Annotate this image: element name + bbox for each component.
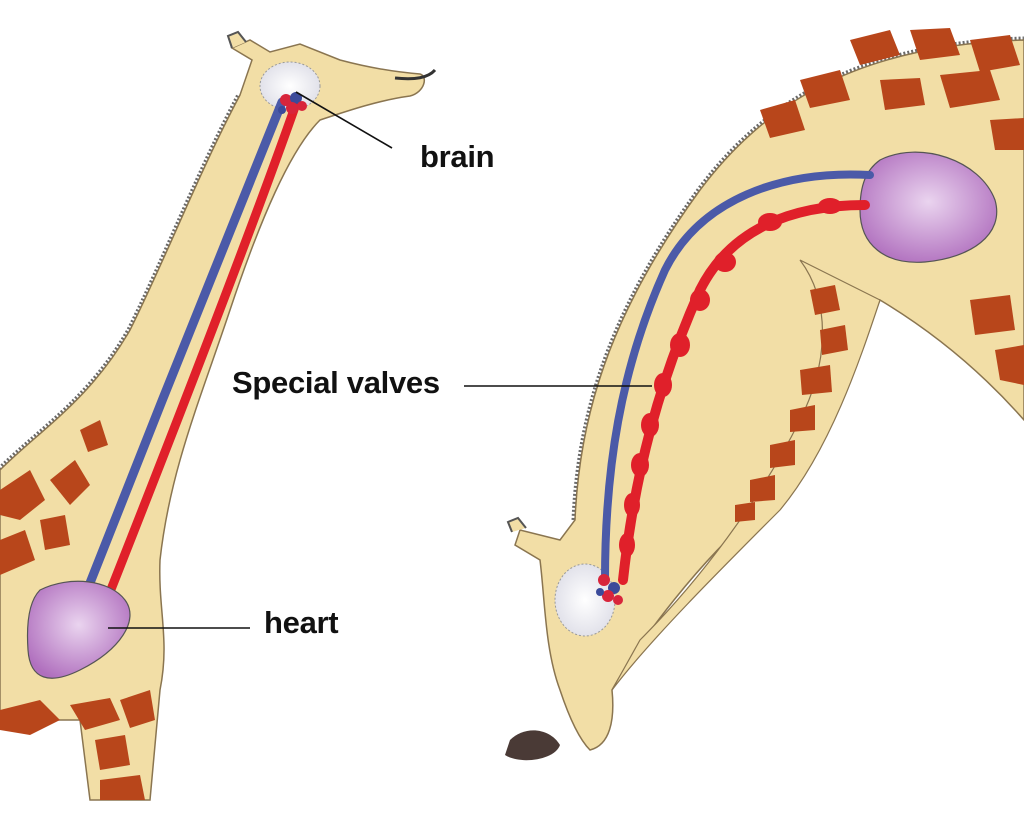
leader-lines — [108, 91, 652, 629]
hoof — [505, 730, 560, 761]
spots-right — [735, 28, 1024, 522]
giraffe-body-left — [0, 39, 426, 801]
label-brain: brain — [420, 139, 495, 174]
special-valves-markers — [619, 198, 842, 557]
vein-left — [83, 97, 287, 593]
giraffe-drinking — [505, 28, 1024, 761]
label-heart: heart — [264, 605, 339, 640]
giraffe-standing — [0, 30, 437, 801]
mouth — [394, 68, 437, 81]
label-special-valves: Special valves — [232, 365, 440, 400]
brain-vessels-left — [278, 92, 307, 114]
brain-leader-line — [295, 91, 393, 149]
heart-left — [26, 580, 131, 679]
vein-right — [601, 170, 874, 584]
spots-left — [0, 420, 155, 800]
artery-left — [105, 99, 301, 597]
ossicone — [226, 30, 247, 49]
ossicone — [506, 516, 527, 533]
brain-vessels-right — [596, 574, 623, 605]
